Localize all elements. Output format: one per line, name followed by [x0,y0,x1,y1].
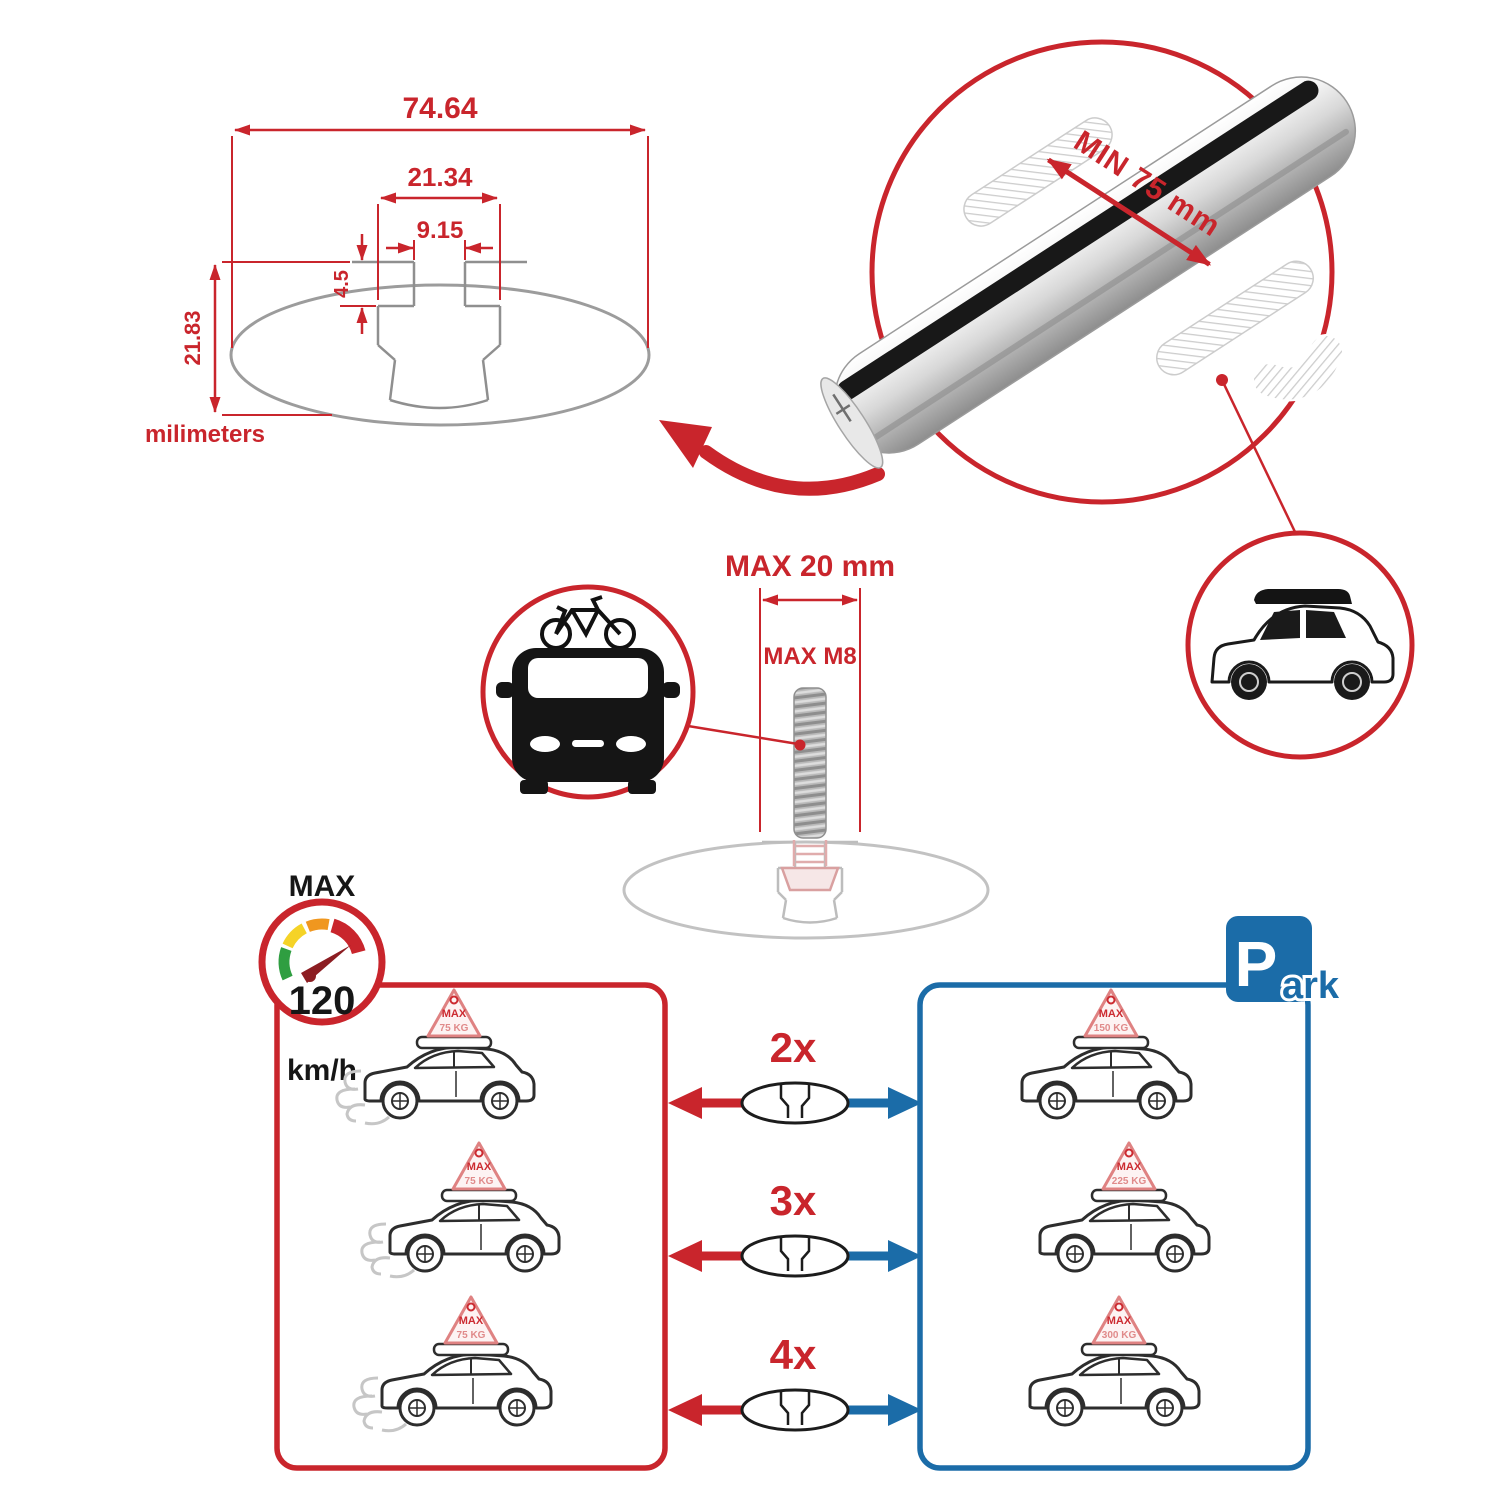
gauge-yellow-arc [282,923,308,949]
load-label: MAX [467,1161,492,1173]
gauge-hub [304,970,316,982]
car-front-bike-circle [480,584,696,800]
blue-arrow-head [888,1087,922,1119]
load-label: MAX [442,1008,467,1020]
bar-cross-section-icon [740,1388,850,1432]
load-label: MAX [1117,1161,1142,1173]
leader-line [1220,379,1298,535]
load-label: MAX [1107,1315,1132,1327]
blue-arrow-head [888,1394,922,1426]
bar-count-row-2: 3x [668,1177,922,1278]
dim-channel-width: 21.34 [407,162,473,192]
bolt-thread-in-slot [792,840,828,866]
dim-width-total: 74.64 [402,92,477,125]
dim-slot-width: 9.15 [417,217,464,244]
driving-car-row-1: MAX 75 KG [335,988,536,1126]
bar-count-row-3: 4x [668,1331,922,1432]
load-value: 75 KG [440,1023,469,1034]
car-front-view-icon [496,648,680,794]
parking-group-frame [917,982,1311,1471]
gauge-red-arc [330,918,366,955]
leader-dot [794,739,806,751]
driving-car-row-3: MAX 75 KG [352,1295,553,1433]
gauge-green-arc [278,947,293,981]
parked-car-row-3: MAX 300 KG [1028,1295,1201,1427]
bar-cross-section-icon [740,1234,850,1278]
parking-sign: P ark [1226,916,1343,1010]
clamp-ghost-elbow [1254,336,1342,400]
zoom-arrow [659,420,885,496]
load-value: 75 KG [457,1330,486,1341]
bar-profile-ellipse [229,283,651,427]
units-label: milimeters [145,421,265,448]
red-arrow-head [668,1394,702,1426]
load-value: 75 KG [465,1176,494,1187]
leader-line [687,724,799,746]
count-label: 2x [770,1024,817,1071]
suv-with-roof-box-icon [1210,589,1395,700]
ghost-profile-ellipse [622,840,990,940]
threaded-bolt [793,687,827,839]
bar-count-row-1: 2x [668,1024,922,1125]
speed-limit-badge: 120 [258,898,386,1026]
gauge-orange-arc [305,918,330,932]
suv-roof-box-circle [1185,530,1415,760]
parked-car-row-1: MAX 150 KG [1020,988,1193,1120]
t-slot-profile [352,260,527,410]
speed-value: 120 [289,979,356,1023]
red-arrow-head [668,1240,702,1272]
bolt-dimension-section: MAX 20 mm MAX M8 [622,550,990,940]
parked-car-row-2: MAX 225 KG [1038,1141,1211,1273]
driving-car-row-2: MAX 75 KG [360,1141,561,1279]
count-label: 3x [770,1177,817,1224]
cross-section-drawing: 74.64 21.34 9.15 4.5 21.83 milimeters [145,92,651,448]
clamp-ghost-right [1156,260,1314,376]
dim-height: 21.83 [180,310,205,365]
blue-arrow-head [888,1240,922,1272]
load-label: MAX [1099,1008,1124,1020]
count-label: 4x [770,1331,817,1378]
load-label: MAX [459,1315,484,1327]
parking-suffix: ark [1282,965,1340,1007]
red-arrow-head [668,1087,702,1119]
bolt-max-thread-label: MAX M8 [763,643,856,670]
driving-group-frame [274,982,668,1471]
bolt-max-width-label: MAX 20 mm [725,550,895,583]
load-value: 150 KG [1094,1023,1129,1034]
parking-letter: P [1235,928,1278,1000]
speed-max-label: MAX [289,870,356,903]
load-value: 225 KG [1112,1176,1147,1187]
dim-lip-depth: 4.5 [331,270,353,298]
bolt-t-head [780,866,840,892]
load-value: 300 KG [1102,1330,1137,1341]
crossbar-detail-circle: MIN 75 mm [820,39,1357,535]
bar-cross-section-icon [740,1081,850,1125]
